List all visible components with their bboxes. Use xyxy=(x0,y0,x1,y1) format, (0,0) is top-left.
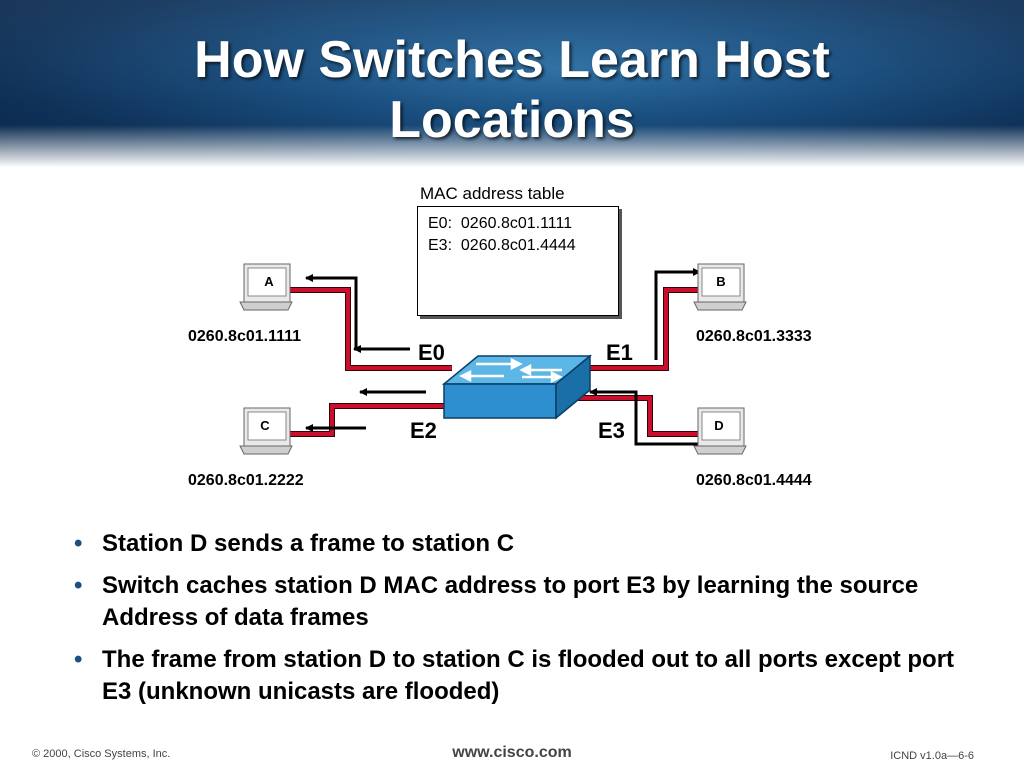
port-e0-label: E0 xyxy=(418,340,445,365)
mac-table-label: MAC address table xyxy=(420,184,565,203)
port-e1-label: E1 xyxy=(606,340,633,365)
slide-title: How Switches Learn Host Locations xyxy=(0,30,1024,150)
banner-fade xyxy=(0,125,1024,170)
flood-arrow-e0 xyxy=(305,274,358,350)
mac-table-entry: E0: 0260.8c01.1111 xyxy=(428,215,573,232)
host-b-computer-icon xyxy=(693,263,747,311)
cable-c xyxy=(290,403,452,437)
cable-b xyxy=(570,287,700,371)
host-a-address: 0260.8c01.1111 xyxy=(188,328,302,345)
host-d-name: D xyxy=(714,418,723,433)
source-arrow-d xyxy=(589,388,700,446)
cable-d xyxy=(560,395,700,437)
host-a-computer-icon xyxy=(239,263,293,311)
bullet-dot: • xyxy=(74,646,83,673)
footer-copyright: © 2000, Cisco Systems, Inc. xyxy=(32,748,171,760)
cable-a xyxy=(290,287,452,371)
title-line-2: Locations xyxy=(389,91,635,149)
bullet-dot: • xyxy=(74,530,83,557)
footer-course-id: ICND v1.0a—6-6 xyxy=(890,750,974,762)
bullet-item: • Switch caches station D MAC address to … xyxy=(70,570,990,634)
port-e3-label: E3 xyxy=(598,418,625,443)
footer-website-link[interactable]: www.cisco.com xyxy=(452,744,572,761)
bullet-text: The frame from station D to station C is… xyxy=(102,646,955,705)
title-line-1: How Switches Learn Host xyxy=(194,31,830,89)
host-d-computer-icon xyxy=(693,407,747,455)
host-d-address: 0260.8c01.4444 xyxy=(696,472,812,489)
bullet-item: • The frame from station D to station C i… xyxy=(70,644,990,708)
bullet-item: • Station D sends a frame to station C xyxy=(70,528,990,560)
switch-icon xyxy=(441,354,593,420)
title-banner: How Switches Learn Host Locations xyxy=(0,0,1024,170)
host-c-name: C xyxy=(260,418,270,433)
host-c-address: 0260.8c01.2222 xyxy=(188,472,304,489)
host-b-address: 0260.8c01.3333 xyxy=(696,328,812,345)
host-b-name: B xyxy=(716,274,725,289)
host-c-computer-icon xyxy=(239,407,293,455)
bullet-list: • Station D sends a frame to station C • S… xyxy=(70,528,990,718)
bullet-dot: • xyxy=(74,572,83,599)
port-e2-label: E2 xyxy=(410,418,437,443)
flood-arrow-e1 xyxy=(654,268,701,360)
mac-table-entry: E3: 0260.8c01.4444 xyxy=(428,237,576,254)
bullet-text: Station D sends a frame to station C xyxy=(102,530,515,557)
host-a-name: A xyxy=(264,274,274,289)
bullet-text: Switch caches station D MAC address to p… xyxy=(102,572,919,631)
mac-table: E0: 0260.8c01.1111 E3: 0260.8c01.4444 xyxy=(417,206,619,316)
